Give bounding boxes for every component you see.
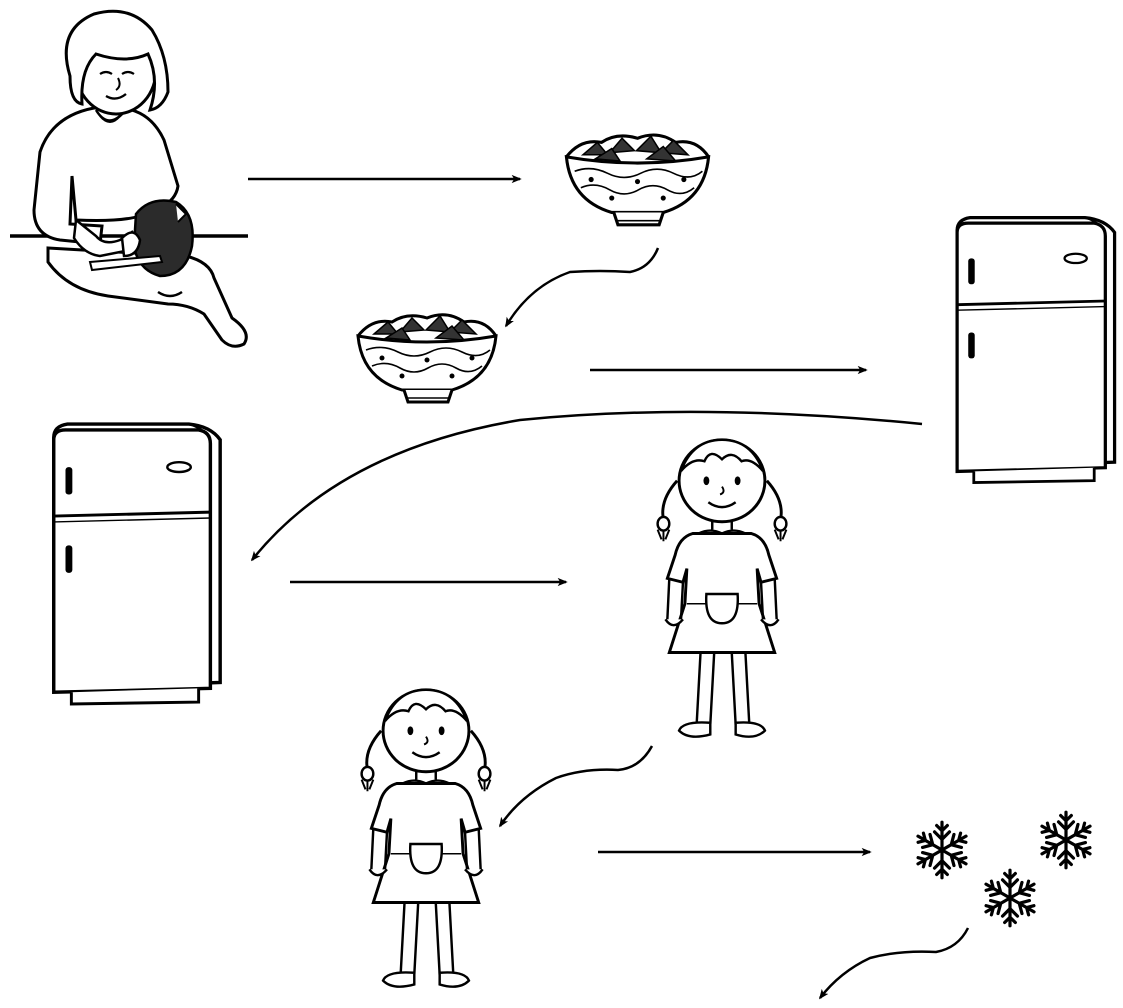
girl-icon — [658, 440, 787, 737]
girl-icon — [362, 690, 491, 987]
arrow-girl-to-girl — [500, 746, 652, 826]
salad-bowl-icon — [566, 135, 708, 225]
arrow-refrigerator-to-refrigerator — [252, 412, 922, 560]
salad-bowl-icon — [358, 315, 496, 402]
arrow-bowl-to-bowl — [506, 248, 658, 326]
woman-cutting-vegetables-icon — [10, 11, 248, 346]
refrigerator-icon — [957, 218, 1114, 483]
refrigerator-icon — [54, 424, 220, 704]
arrow-snowflakes-out — [820, 928, 968, 998]
snowflake-cluster-icon — [914, 812, 1094, 925]
